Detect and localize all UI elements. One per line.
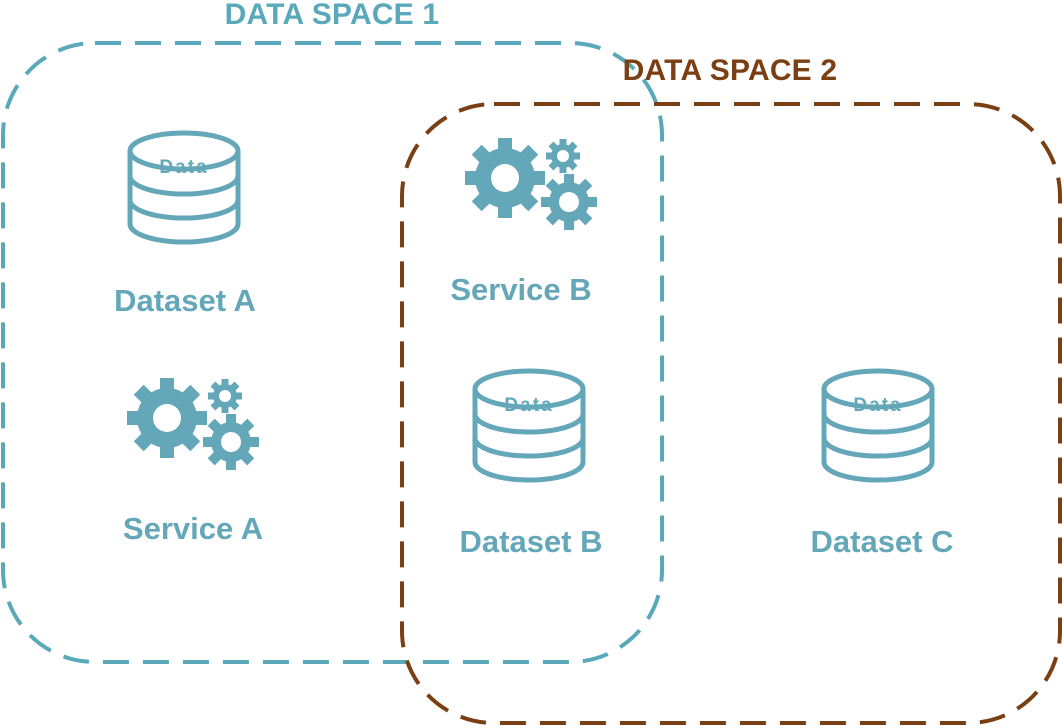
service-a-label: Service A [122, 511, 264, 546]
database-icon-label: Data [159, 157, 208, 178]
database-icon: Data [472, 368, 586, 483]
database-icon-label: Data [504, 395, 553, 416]
database-icon: Data [127, 130, 241, 245]
database-icon-label: Data [853, 395, 902, 416]
gears-icon [127, 378, 259, 470]
dataset-b-label: Dataset B [459, 524, 603, 559]
data-space-1-boundary [1, 41, 664, 664]
database-icon: Data [821, 368, 935, 483]
dataset-c-label: Dataset C [810, 524, 954, 559]
dataset-a-label: Dataset A [114, 283, 256, 318]
data-space-1-title: DATA SPACE 1 [224, 0, 440, 31]
data-space-2-title: DATA SPACE 2 [622, 54, 838, 87]
service-b-label: Service B [450, 272, 592, 307]
gears-icon [465, 138, 597, 230]
